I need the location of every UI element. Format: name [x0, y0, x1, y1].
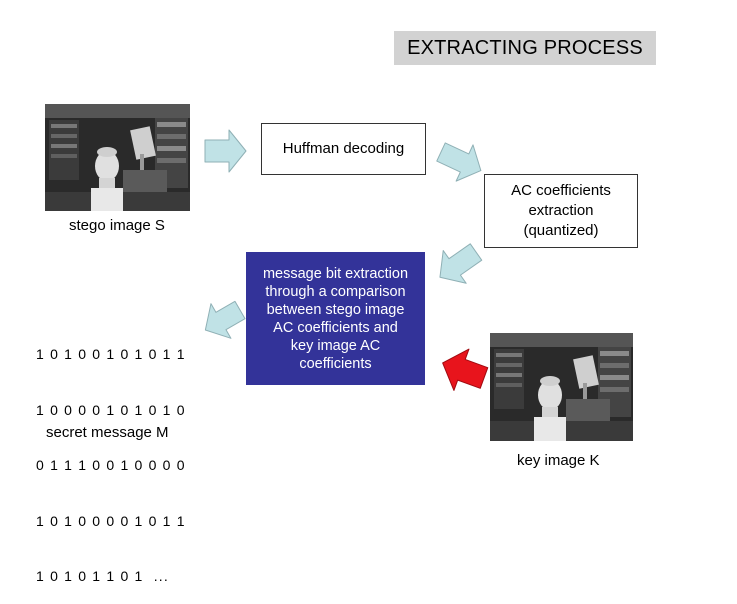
- arrow-stego-to-huffman: [204, 129, 247, 173]
- arrow-comparison-to-message: [204, 300, 246, 339]
- message-bit-extraction-box: message bit extraction through a compari…: [246, 252, 425, 385]
- ac-coefficients-extraction-box: AC coefficients extraction (quantized): [484, 174, 638, 248]
- huffman-decoding-box: Huffman decoding: [261, 123, 426, 175]
- secret-message-caption: secret message M: [46, 424, 169, 441]
- bit-row: 1 0 0 0 0 1 0 1 0 1 0: [36, 401, 186, 418]
- stego-image: [45, 104, 190, 211]
- key-image-caption: key image K: [517, 452, 600, 469]
- arrow-huffman-to-ac: [436, 142, 482, 182]
- bit-row: 1 0 1 0 0 0 0 1 0 1 1: [36, 512, 186, 529]
- arrow-ac-to-comparison: [439, 243, 483, 284]
- bit-row: 0 1 1 1 0 0 1 0 0 0 0: [36, 457, 186, 473]
- arrow-key-to-comparison: [442, 348, 489, 391]
- bit-row: 1 0 1 0 1 1 0 1 ...: [36, 568, 169, 584]
- key-image: [490, 333, 633, 441]
- stego-image-caption: stego image S: [69, 217, 165, 234]
- flow-arrows: [204, 129, 489, 391]
- bit-row: 1 0 1 0 0 1 0 1 0 1 1: [36, 346, 186, 362]
- page-title: EXTRACTING PROCESS: [394, 31, 656, 65]
